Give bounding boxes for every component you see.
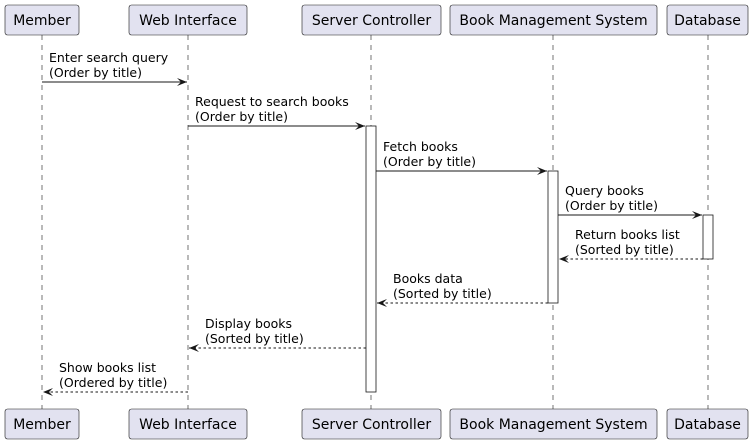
participant-bms-top: Book Management System (449, 4, 658, 36)
arrowhead-icon (189, 344, 199, 352)
message-label-line: Enter search query (49, 50, 169, 65)
participant-label: Member (13, 13, 71, 29)
message-5: Return books list(Sorted by title) (559, 227, 703, 263)
arrowhead-icon (355, 122, 365, 130)
arrowhead-icon (537, 167, 547, 175)
participant-bms-bottom: Book Management System (449, 408, 658, 440)
participant-db-bottom: Database (666, 408, 749, 440)
participant-label: Web Interface (139, 13, 237, 29)
message-label-line: (Order by title) (565, 198, 658, 213)
message-7: Display books(Sorted by title) (189, 316, 366, 352)
arrowhead-icon (377, 299, 387, 307)
message-label-line: Request to search books (195, 94, 349, 109)
activation-bar-bms (547, 170, 559, 304)
arrowhead-icon (43, 388, 53, 396)
participant-label: Server Controller (312, 417, 431, 433)
activation-bars (365, 125, 714, 393)
messages: Enter search query(Order by title)Reques… (42, 50, 703, 396)
message-label-line: (Order by title) (383, 154, 476, 169)
participant-server-top: Server Controller (301, 4, 442, 36)
participant-server-bottom: Server Controller (301, 408, 442, 440)
message-label-line: Books data (393, 271, 463, 286)
message-label-line: (Order by title) (49, 65, 142, 80)
participant-label: Book Management System (459, 417, 647, 433)
activation-bar-db (702, 214, 714, 260)
message-label-line: Query books (565, 183, 644, 198)
participant-web-top: Web Interface (128, 4, 248, 36)
message-1: Enter search query(Order by title) (42, 50, 187, 86)
message-label-line: (Sorted by title) (393, 286, 492, 301)
participant-label: Book Management System (459, 13, 647, 29)
message-6: Books data(Sorted by title) (377, 271, 548, 307)
message-8: Show books list(Ordered by title) (43, 360, 188, 396)
message-label-line: (Sorted by title) (575, 242, 674, 257)
participant-label: Database (674, 13, 741, 29)
participant-label: Web Interface (139, 417, 237, 433)
participant-web-bottom: Web Interface (128, 408, 248, 440)
participant-headers-bottom: Member Web Interface Server Controller Book… (4, 408, 749, 440)
participant-label: Database (674, 417, 741, 433)
message-label-line: Show books list (59, 360, 156, 375)
message-4: Query books(Order by title) (558, 183, 702, 219)
arrowhead-icon (559, 255, 569, 263)
participant-headers-top: Member Web Interface Server Controller Book… (4, 4, 749, 36)
message-label-line: (Order by title) (195, 109, 288, 124)
message-label-line: (Sorted by title) (205, 331, 304, 346)
participant-db-top: Database (666, 4, 749, 36)
message-label-line: Fetch books (383, 139, 458, 154)
message-label-line: Display books (205, 316, 292, 331)
participant-label: Server Controller (312, 13, 431, 29)
message-3: Fetch books(Order by title) (376, 139, 547, 175)
message-label-line: (Ordered by title) (59, 375, 167, 390)
message-2: Request to search books(Order by title) (188, 94, 365, 130)
message-label-line: Return books list (575, 227, 680, 242)
participant-member-top: Member (4, 4, 80, 36)
participant-member-bottom: Member (4, 408, 80, 440)
activation-bar-server (365, 125, 377, 393)
arrowhead-icon (177, 78, 187, 86)
arrowhead-icon (692, 211, 702, 219)
participant-label: Member (13, 417, 71, 433)
